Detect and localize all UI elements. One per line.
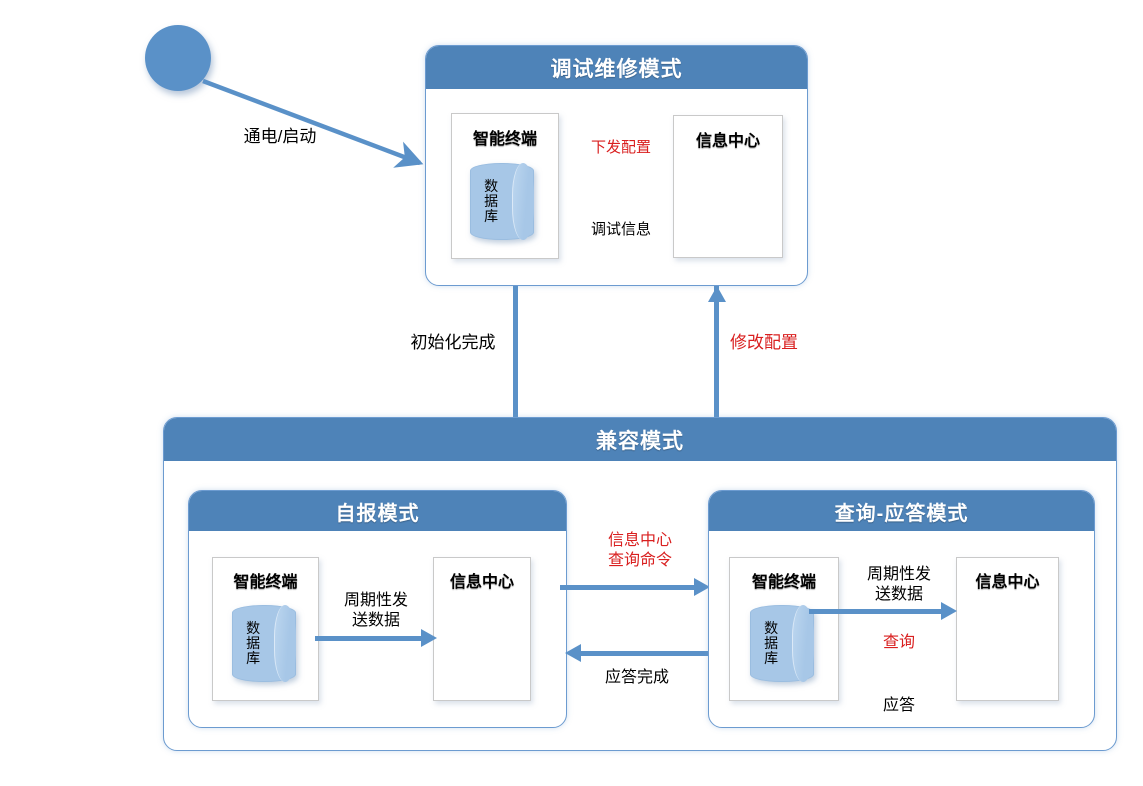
query-response-send-arrow bbox=[809, 602, 957, 620]
label-debug-info: 调试信息 bbox=[590, 221, 651, 238]
debug-terminal-database: 数 据 库 bbox=[470, 163, 534, 240]
self-report-database: 数 据 库 bbox=[232, 605, 296, 682]
response-arrow bbox=[839, 683, 957, 695]
db-char-1: 数 bbox=[246, 620, 261, 637]
label-init-done: 初始化完成 bbox=[410, 333, 496, 352]
debug-maintenance-mode-title: 调试维修模式 bbox=[426, 46, 807, 89]
debug-terminal-box: 智能终端 数 据 库 bbox=[451, 113, 559, 259]
label-power-on: 通电/启动 bbox=[243, 127, 317, 146]
label-response: 应答 bbox=[882, 697, 915, 714]
self-report-center-label: 信息中心 bbox=[449, 574, 514, 591]
query-response-database: 数 据 库 bbox=[750, 605, 814, 682]
self-report-center-box: 信息中心 bbox=[433, 557, 531, 701]
label-query-response-periodic: 周期性发 送数据 bbox=[866, 566, 931, 603]
label-modify-config: 修改配置 bbox=[730, 333, 798, 352]
query-arrow bbox=[839, 661, 957, 673]
label-send-config: 下发配置 bbox=[590, 139, 651, 156]
query-response-center-label: 信息中心 bbox=[975, 574, 1040, 591]
compatible-mode-title: 兼容模式 bbox=[164, 418, 1116, 461]
response-done-arrow bbox=[565, 644, 710, 662]
label-center-query-cmd: 信息中心 查询命令 bbox=[607, 532, 672, 569]
debug-database-label: 数 据 库 bbox=[475, 164, 507, 239]
debug-info-arrow bbox=[559, 208, 673, 220]
db-char-2: 据 bbox=[246, 635, 261, 652]
query-response-terminal-label: 智能终端 bbox=[751, 574, 816, 591]
label-response-done: 应答完成 bbox=[604, 669, 669, 686]
db-char-3: 库 bbox=[246, 649, 261, 666]
label-self-report-periodic: 周期性发 送数据 bbox=[343, 592, 408, 629]
start-node-circle bbox=[145, 25, 211, 91]
send-config-arrow bbox=[559, 170, 673, 182]
query-response-center-box: 信息中心 bbox=[956, 557, 1059, 701]
query-response-mode-title: 查询-应答模式 bbox=[709, 491, 1094, 531]
self-report-send-arrow bbox=[315, 629, 437, 647]
debug-maintenance-mode-box: 调试维修模式 智能终端 数 据 库 信息中心 下发配置 调试信息 bbox=[425, 45, 808, 286]
modify-config-arrow bbox=[707, 286, 726, 435]
self-report-mode-title: 自报模式 bbox=[189, 491, 566, 531]
self-report-terminal-box: 智能终端 数 据 库 bbox=[212, 557, 319, 701]
debug-center-box: 信息中心 bbox=[673, 115, 783, 258]
center-query-cmd-arrow bbox=[560, 578, 710, 596]
db-char-2: 据 bbox=[484, 193, 499, 210]
db-char-1: 数 bbox=[764, 620, 779, 637]
db-char-3: 库 bbox=[764, 649, 779, 666]
self-report-database-label: 数 据 库 bbox=[237, 606, 269, 681]
debug-center-label: 信息中心 bbox=[695, 133, 760, 150]
db-char-1: 数 bbox=[484, 178, 499, 195]
query-response-mode-box: 查询-应答模式 智能终端 数 据 库 信息中心 周期性发 送数据 查询 应答 bbox=[708, 490, 1095, 728]
debug-terminal-label: 智能终端 bbox=[472, 131, 537, 148]
self-report-mode-box: 自报模式 智能终端 数 据 库 信息中心 周期性发 送数据 bbox=[188, 490, 567, 728]
query-response-terminal-box: 智能终端 数 据 库 bbox=[729, 557, 839, 701]
query-response-database-label: 数 据 库 bbox=[755, 606, 787, 681]
db-char-2: 据 bbox=[764, 635, 779, 652]
db-char-3: 库 bbox=[484, 207, 499, 224]
self-report-terminal-label: 智能终端 bbox=[233, 574, 298, 591]
label-query: 查询 bbox=[882, 634, 915, 651]
